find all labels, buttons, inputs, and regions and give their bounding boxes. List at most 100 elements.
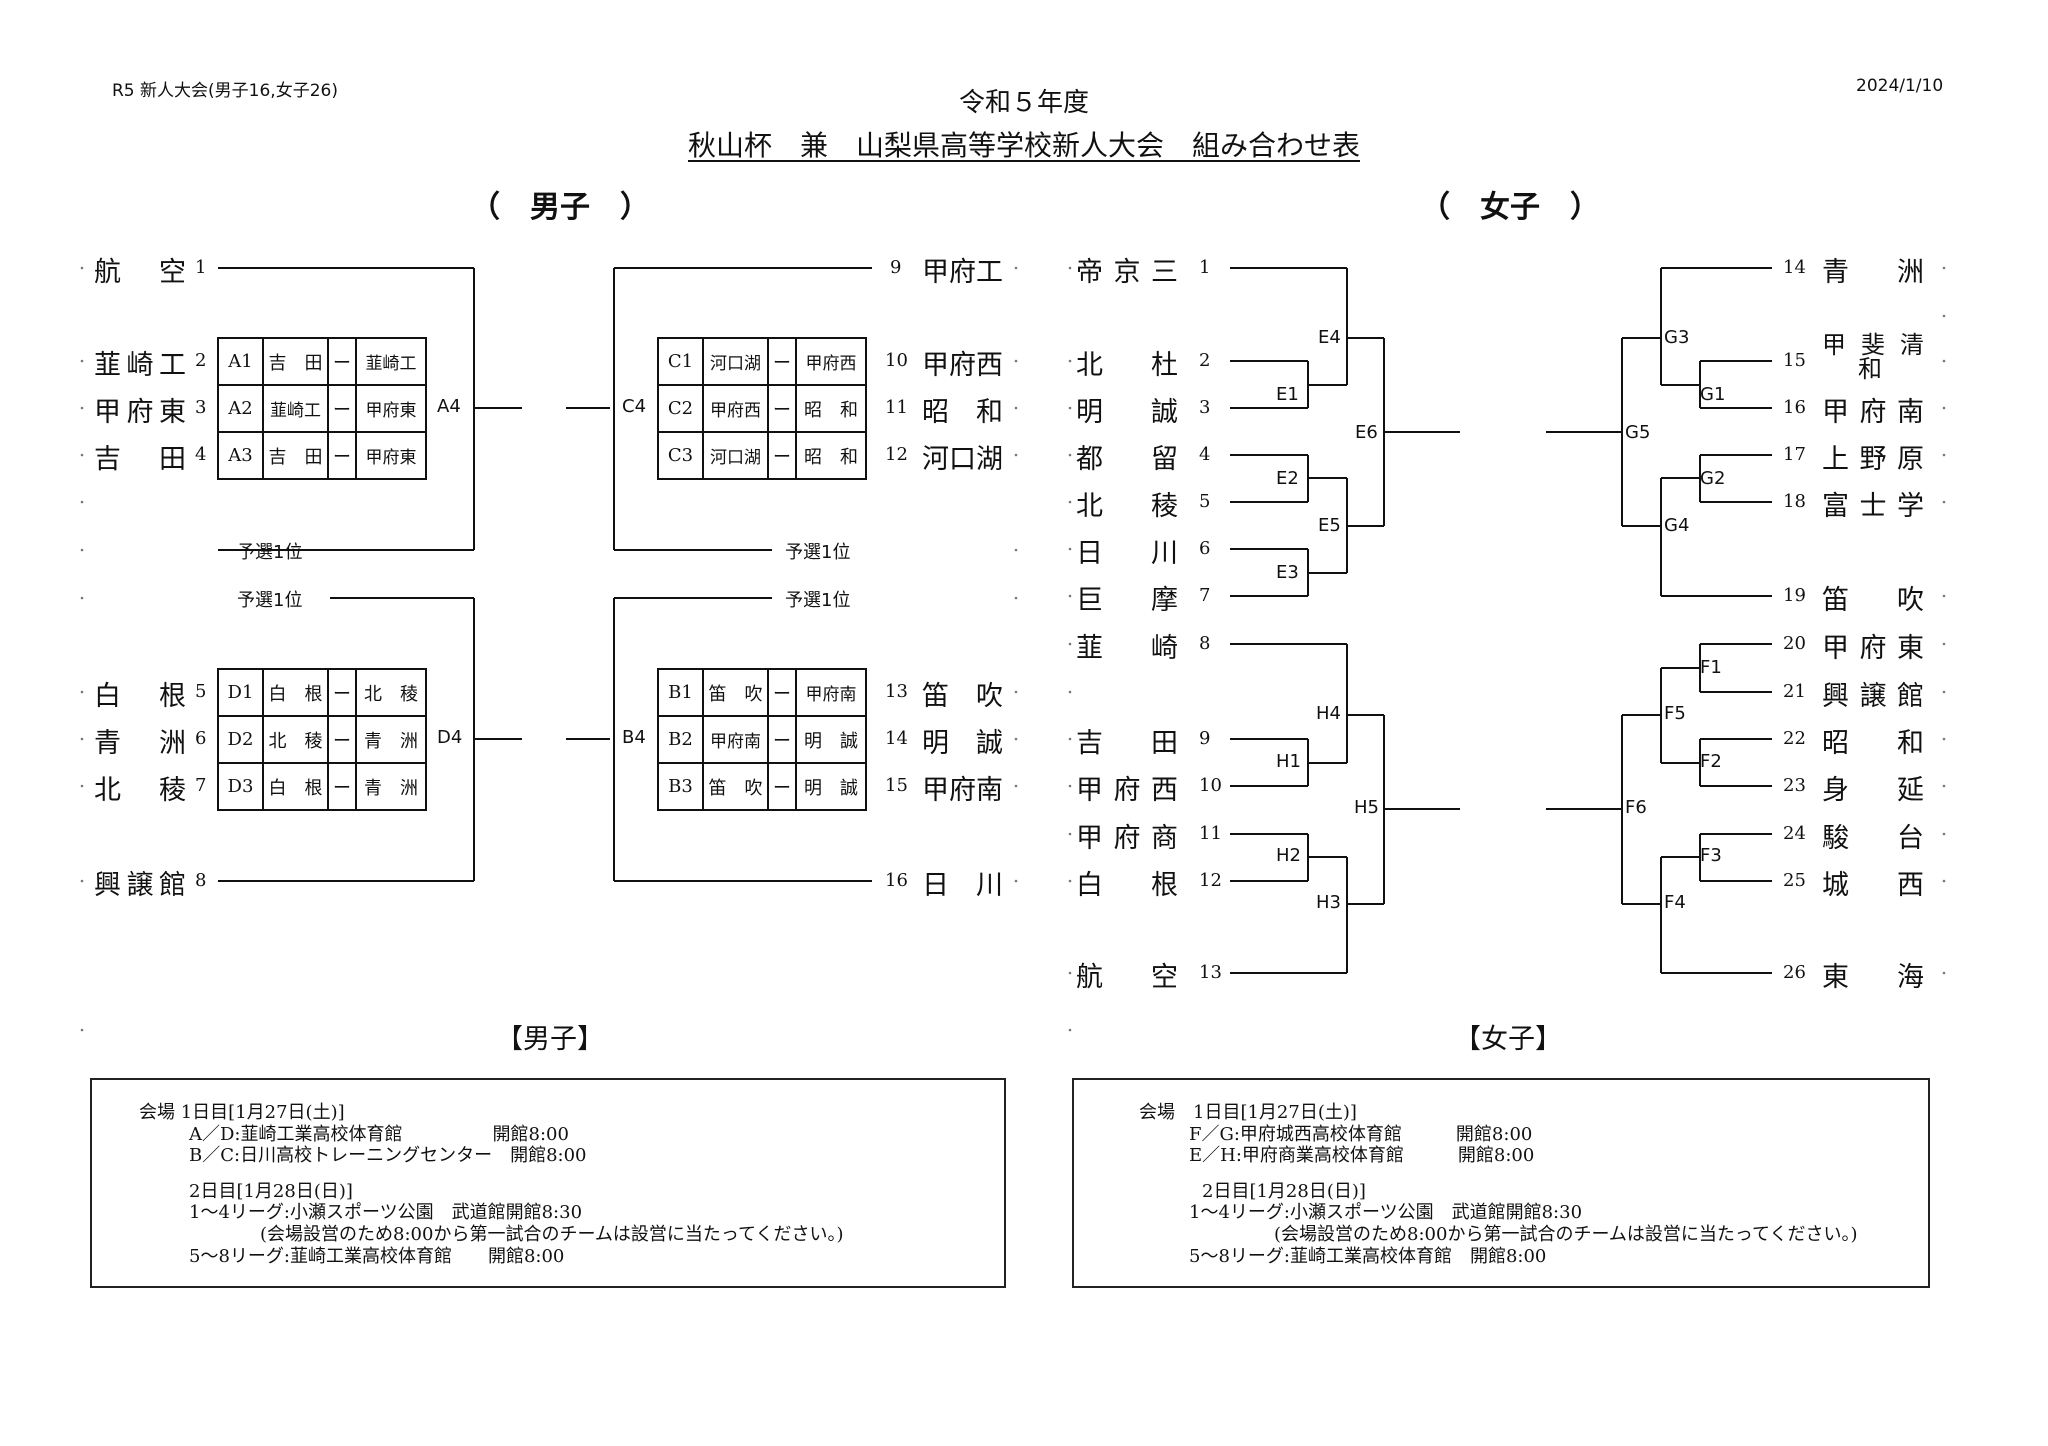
document-code: R5 新人大会(男子16,女子26) bbox=[112, 81, 338, 101]
edge-dot bbox=[80, 548, 84, 552]
women-team-name: 甲府商 bbox=[1076, 823, 1178, 854]
edge-dot bbox=[1068, 406, 1072, 410]
qualifier-label-c: 予選1位 bbox=[785, 542, 851, 563]
label-d4: D4 bbox=[437, 727, 463, 748]
women-team-name: 富士学 bbox=[1822, 491, 1924, 522]
women-team-name: 明 誠 bbox=[1076, 397, 1178, 428]
men-team-name: 河口湖 bbox=[922, 444, 1003, 475]
round-label-e2: E2 bbox=[1276, 468, 1299, 489]
page-title: 秋山杯 兼 山梨県高等学校新人大会 組み合わせ表 bbox=[0, 124, 2048, 164]
men-team-seed: 8 bbox=[195, 870, 207, 891]
women-footer-label: 【女子】 bbox=[1454, 1024, 1562, 1055]
league-team: 笛 吹 bbox=[708, 777, 763, 799]
round-label-g4: G4 bbox=[1664, 515, 1690, 536]
women-team-name-cont: 和 bbox=[1858, 355, 1882, 383]
league-match-id: B1 bbox=[668, 682, 693, 703]
women-team-name: 東 海 bbox=[1822, 962, 1924, 993]
label-c4: C4 bbox=[622, 396, 647, 417]
edge-dot bbox=[1942, 642, 1946, 646]
round-label-h1: H1 bbox=[1276, 751, 1301, 772]
women-team-seed: 26 bbox=[1783, 962, 1806, 983]
men-team-seed: 10 bbox=[885, 350, 908, 371]
women-venue-day1: 会場 1日目[1月27日(土)] bbox=[1139, 1102, 1357, 1123]
women-venue-box: 会場 1日目[1月27日(土)] F／G:甲府城西高校体育館 開館8:00 E／… bbox=[1072, 1078, 1930, 1288]
edge-dot bbox=[1942, 784, 1946, 788]
edge-dot bbox=[1942, 594, 1946, 598]
round-label-e5: E5 bbox=[1318, 515, 1341, 536]
league-team: 青 洲 bbox=[364, 777, 418, 799]
men-venue-league14: 1～4リーグ:小瀬スポーツ公園 武道館開館8:30 bbox=[189, 1202, 583, 1223]
round-label-g2: G2 bbox=[1700, 468, 1726, 489]
league-team: 昭 和 bbox=[804, 446, 858, 468]
edge-dot bbox=[1942, 500, 1946, 504]
edge-dot bbox=[80, 453, 84, 457]
men-team-name: 北 稜 bbox=[94, 775, 186, 806]
league-dash: ー bbox=[333, 446, 351, 468]
women-team-name: 甲斐清 bbox=[1822, 331, 1924, 359]
edge-dot bbox=[80, 596, 84, 600]
men-venue-league58: 5～8リーグ:韮崎工業高校体育館 開館8:00 bbox=[189, 1246, 565, 1267]
edge-dot bbox=[1942, 359, 1946, 363]
league-dash: ー bbox=[333, 399, 351, 421]
round-label-h3: H3 bbox=[1316, 892, 1341, 913]
women-team-seed: 24 bbox=[1783, 823, 1806, 844]
women-team-seed: 5 bbox=[1199, 491, 1211, 512]
league-match-id: A1 bbox=[228, 351, 253, 372]
edge-dot bbox=[1014, 690, 1018, 694]
league-dash: ー bbox=[773, 399, 791, 421]
league-match-id: B2 bbox=[668, 729, 693, 750]
league-dash: ー bbox=[773, 777, 791, 799]
round-label-h2: H2 bbox=[1276, 845, 1301, 866]
edge-dot bbox=[1068, 359, 1072, 363]
women-team-name: 帝京三 bbox=[1076, 257, 1178, 288]
edge-dot bbox=[1068, 879, 1072, 883]
edge-dot bbox=[80, 406, 84, 410]
women-venue-fg: F／G:甲府城西高校体育館 開館8:00 bbox=[1189, 1124, 1533, 1145]
men-team-name: 白 根 bbox=[94, 681, 186, 712]
edge-dot bbox=[1014, 596, 1018, 600]
league-team: 甲府西 bbox=[805, 354, 857, 374]
league-match-id: C2 bbox=[667, 398, 694, 419]
men-team-seed: 4 bbox=[195, 444, 207, 465]
league-match-id: C3 bbox=[667, 445, 694, 466]
women-team-seed: 20 bbox=[1783, 633, 1806, 654]
edge-dot bbox=[1942, 266, 1946, 270]
round-label-f4: F4 bbox=[1664, 892, 1686, 913]
league-team: 明 誠 bbox=[804, 730, 858, 752]
men-venue-ad: A／D:韮崎工業高校体育館 開館8:00 bbox=[189, 1124, 569, 1145]
round-label-g5: G5 bbox=[1625, 422, 1651, 443]
league-dash: ー bbox=[773, 352, 791, 374]
men-team-seed: 9 bbox=[890, 257, 902, 278]
women-team-seed: 10 bbox=[1199, 775, 1222, 796]
men-team-name: 甲府西 bbox=[922, 350, 1003, 381]
men-team-seed: 2 bbox=[195, 350, 207, 371]
league-match-id: A3 bbox=[228, 445, 253, 466]
qualifier-label-b: 予選1位 bbox=[785, 590, 851, 611]
women-team-name: 笛 吹 bbox=[1822, 585, 1924, 616]
edge-dot bbox=[80, 359, 84, 363]
league-team: 笛 吹 bbox=[708, 683, 763, 705]
women-team-name: 北 杜 bbox=[1076, 350, 1178, 381]
women-team-seed: 7 bbox=[1199, 585, 1211, 606]
league-d-grid bbox=[217, 668, 427, 811]
round-label-f5: F5 bbox=[1664, 703, 1686, 724]
women-venue-league14: 1～4リーグ:小瀬スポーツ公園 武道館開館8:30 bbox=[1189, 1202, 1583, 1223]
round-label-e4: E4 bbox=[1318, 327, 1341, 348]
women-team-seed: 3 bbox=[1199, 397, 1211, 418]
league-team: 韮崎工 bbox=[270, 401, 321, 421]
league-team: 昭 和 bbox=[804, 399, 858, 421]
round-label-f6: F6 bbox=[1625, 797, 1647, 818]
league-b-grid bbox=[657, 668, 867, 811]
league-team: 甲府東 bbox=[365, 401, 417, 421]
women-team-name: 駿 台 bbox=[1822, 823, 1924, 854]
league-match-id: C1 bbox=[667, 351, 694, 372]
edge-dot bbox=[1942, 314, 1946, 318]
league-dash: ー bbox=[773, 683, 791, 705]
label-a4: A4 bbox=[437, 396, 461, 417]
women-section-header: （ 女子 ） bbox=[1420, 190, 1600, 225]
edge-dot bbox=[1942, 406, 1946, 410]
women-team-name: 韮 崎 bbox=[1076, 633, 1178, 664]
league-team: 白 根 bbox=[268, 777, 323, 799]
label-b4: B4 bbox=[622, 727, 646, 748]
women-team-seed: 16 bbox=[1783, 397, 1806, 418]
